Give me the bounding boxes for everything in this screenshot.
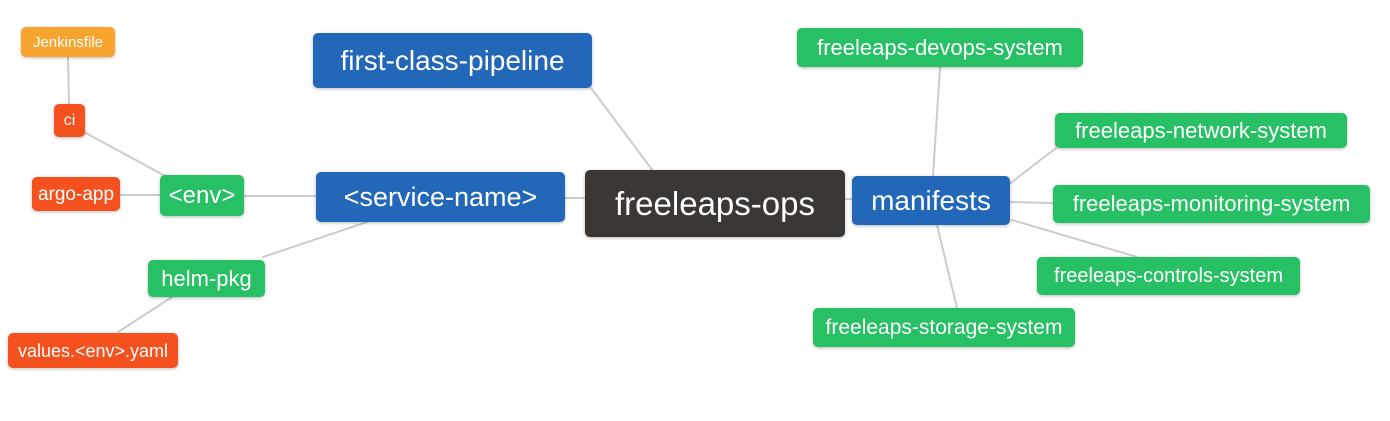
node-label: ci [63, 111, 76, 129]
node-label: argo-app [37, 183, 115, 205]
node-label: freeleaps-ops [615, 185, 815, 222]
node-label: freeleaps-controls-system [1054, 265, 1283, 287]
node-label: freeleaps-network-system [1075, 117, 1327, 143]
node-env[interactable]: <env> [160, 175, 244, 216]
node-freeleaps-storage-system[interactable]: freeleaps-storage-system [813, 308, 1075, 347]
node-ci[interactable]: ci [54, 104, 85, 137]
node-manifests[interactable]: manifests [852, 176, 1010, 225]
node-freeleaps-devops-system[interactable]: freeleaps-devops-system [797, 28, 1083, 67]
node-label: freeleaps-monitoring-system [1072, 191, 1351, 216]
node-label: <env> [168, 181, 236, 209]
node-label: helm-pkg [161, 265, 252, 291]
node-values-env-yaml[interactable]: values.<env>.yaml [8, 333, 178, 368]
node-label: <service-name> [343, 181, 538, 212]
node-argo-app[interactable]: argo-app [32, 177, 120, 211]
node-label: values.<env>.yaml [17, 340, 169, 361]
node-helm-pkg[interactable]: helm-pkg [148, 260, 265, 297]
node-freeleaps-monitoring-system[interactable]: freeleaps-monitoring-system [1053, 185, 1370, 223]
node-first-class-pipeline[interactable]: first-class-pipeline [313, 33, 592, 88]
node-service-name[interactable]: <service-name> [316, 172, 565, 222]
node-jenkinsfile[interactable]: Jenkinsfile [21, 27, 115, 57]
node-freeleaps-controls-system[interactable]: freeleaps-controls-system [1037, 257, 1300, 295]
node-label: first-class-pipeline [340, 44, 565, 76]
node-label: freeleaps-storage-system [825, 316, 1063, 339]
node-label: freeleaps-devops-system [817, 34, 1063, 60]
node-label: Jenkinsfile [32, 33, 104, 51]
node-freeleaps-network-system[interactable]: freeleaps-network-system [1055, 113, 1347, 148]
node-label: manifests [871, 184, 991, 216]
node-freeleaps-ops[interactable]: freeleaps-ops [585, 170, 845, 237]
